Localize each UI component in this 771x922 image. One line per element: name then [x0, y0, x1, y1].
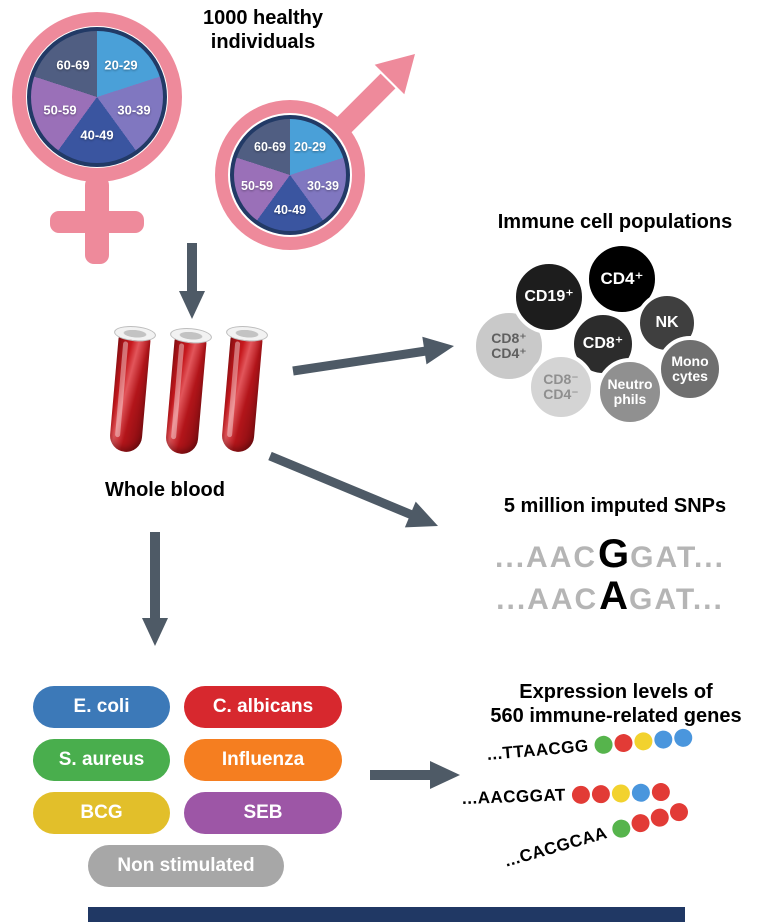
yellow-bead — [611, 784, 631, 803]
age-label: 60-69 — [254, 140, 286, 154]
seq-prefix: ...AAC — [496, 583, 599, 616]
whole-blood-label: Whole blood — [105, 479, 225, 501]
expression-row: ...AACGGAT — [461, 782, 671, 809]
stimulation-pill: C. albicans — [184, 686, 342, 728]
immune-cells-title: Immune cell populations — [497, 211, 733, 233]
age-label: 30-39 — [117, 102, 151, 118]
bead-strand — [592, 728, 693, 755]
pill-label: S. aureus — [58, 749, 145, 770]
age-label: 60-69 — [56, 57, 90, 73]
blood-tube — [218, 324, 269, 458]
study-title: 1000 healthy individuals — [202, 7, 324, 53]
pill-label: SEB — [243, 802, 283, 823]
stimulation-pill: E. coli — [33, 686, 170, 728]
age-pie: 20-29 30-39 40-49 50-59 60-69 — [27, 27, 167, 167]
red-bead — [629, 811, 652, 835]
immune-cell: Mono cytes — [657, 336, 723, 402]
bead-strand — [569, 782, 671, 805]
gene-sequence: ...CACGCAA — [502, 823, 610, 871]
red-bead — [591, 784, 611, 804]
stimulation-pill: Non stimulated — [88, 845, 284, 887]
age-label: 40-49 — [274, 203, 306, 217]
blood-tube — [162, 326, 213, 460]
stimulation-pill: BCG — [33, 792, 170, 834]
bottom-panel-edge — [88, 907, 685, 922]
immune-cell: Neutro phils — [596, 358, 664, 426]
snp-allele: A — [599, 574, 629, 618]
yellow-bead — [633, 731, 654, 752]
immune-cell: CD19⁺ — [512, 260, 586, 334]
cell-label: Neutro phils — [607, 376, 653, 407]
age-pie: 20-29 30-39 40-49 50-59 60-69 — [230, 115, 350, 235]
female-symbol-crossbar — [50, 211, 144, 233]
expression-row: ...TTAACGG — [486, 727, 693, 765]
stimulation-pill: SEB — [184, 792, 342, 834]
green-bead — [593, 735, 614, 755]
bead-strand — [608, 800, 691, 840]
age-label: 50-59 — [241, 179, 273, 193]
arrow-to-snps — [268, 451, 438, 528]
age-label: 20-29 — [104, 57, 138, 73]
pill-label: BCG — [80, 802, 123, 823]
cell-label: CD4⁺ — [600, 269, 644, 289]
stimulation-pill: S. aureus — [33, 739, 170, 781]
arrow-down-to-blood — [179, 243, 205, 319]
seq-prefix: ...AAC — [495, 541, 598, 574]
seq-suffix: GAT... — [630, 541, 725, 574]
male-symbol-arrow — [335, 54, 415, 134]
arrow-to-expression — [370, 761, 460, 789]
blood-tube — [106, 324, 157, 458]
arrow-to-immune-cells — [292, 336, 454, 376]
pill-label: Influenza — [221, 749, 305, 770]
arrow-down-to-stimulations — [142, 532, 168, 646]
age-label: 20-29 — [294, 140, 326, 154]
immune-cell: CD8⁻ CD4⁻ — [527, 353, 595, 421]
gene-sequence: ...TTAACGG — [486, 736, 590, 764]
blue-bead — [653, 729, 674, 750]
green-bead — [610, 817, 633, 840]
gene-sequence: ...AACGGAT — [461, 785, 567, 808]
age-label: 50-59 — [43, 102, 77, 118]
cell-label: CD8⁺ CD4⁺ — [491, 330, 527, 361]
red-bead — [667, 800, 691, 824]
age-label: 30-39 — [307, 179, 339, 193]
red-bead — [651, 782, 671, 802]
immune-cell-cluster: CD8⁺ CD4⁺ CD19⁺ CD4⁺ NK CD8⁺ CD8⁻ CD4⁻ M… — [470, 240, 770, 440]
cell-label: CD19⁺ — [524, 287, 574, 305]
male-symbol-ring: 20-29 30-39 40-49 50-59 60-69 — [215, 100, 365, 250]
blue-bead — [673, 728, 693, 748]
red-bead — [613, 733, 634, 753]
cell-label: Mono cytes — [671, 353, 709, 384]
red-bead — [648, 806, 671, 829]
female-symbol-ring: 20-29 30-39 40-49 50-59 60-69 — [12, 12, 182, 182]
cell-label: CD8⁺ — [582, 334, 624, 352]
seq-suffix: GAT... — [629, 583, 724, 616]
red-bead — [571, 785, 591, 805]
cell-label: NK — [655, 313, 679, 331]
pill-label: Non stimulated — [117, 855, 255, 876]
snps-title: 5 million imputed SNPs — [503, 495, 727, 517]
cell-label: CD8⁻ CD4⁻ — [543, 371, 579, 402]
expression-title: Expression levels of 560 immune-related … — [490, 681, 742, 727]
pill-label: E. coli — [73, 696, 130, 717]
pill-label: C. albicans — [212, 696, 314, 717]
snp-allele: G — [598, 532, 630, 576]
age-label: 40-49 — [80, 127, 114, 143]
blue-bead — [631, 783, 651, 803]
expression-row: ...CACGCAA — [502, 800, 691, 872]
stimulation-pill: Influenza — [184, 739, 342, 781]
